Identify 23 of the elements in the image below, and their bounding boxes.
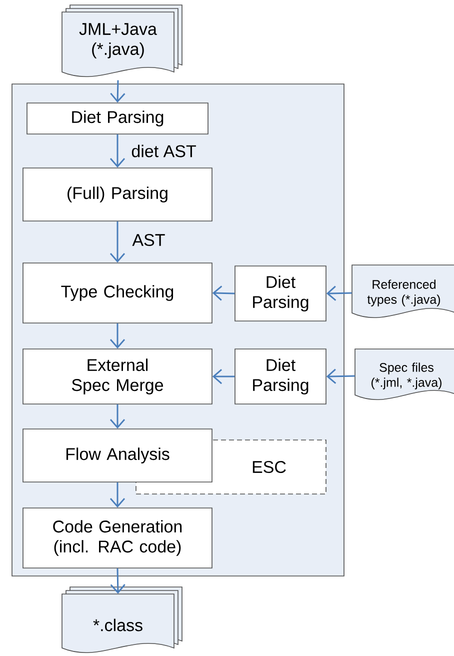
document-stack: *.class <box>62 586 182 653</box>
arrow <box>212 368 235 384</box>
arrow <box>110 80 126 103</box>
process-box: Diet Parsing <box>234 348 326 404</box>
arrow <box>326 286 352 301</box>
process-box: Flow Analysis <box>22 428 212 482</box>
arrow <box>110 482 126 508</box>
process-box: Code Generation (incl. RAC code) <box>22 508 212 568</box>
edge-label: AST <box>131 233 166 248</box>
process-box: Type Checking <box>22 262 212 324</box>
process-box: External Spec Merge <box>22 348 212 404</box>
arrow <box>212 286 235 301</box>
arrow <box>326 368 355 384</box>
process-box: Diet Parsing <box>234 266 326 322</box>
arrow <box>110 404 126 429</box>
arrow <box>110 221 126 263</box>
edge-label: diet AST <box>130 144 198 158</box>
arrow <box>110 323 126 349</box>
arrow <box>110 568 126 594</box>
process-box: (Full) Parsing <box>22 168 212 222</box>
document-stack: JML+Java (*.java) <box>62 4 182 77</box>
process-box: Diet Parsing <box>26 102 208 134</box>
arrow <box>110 134 126 168</box>
